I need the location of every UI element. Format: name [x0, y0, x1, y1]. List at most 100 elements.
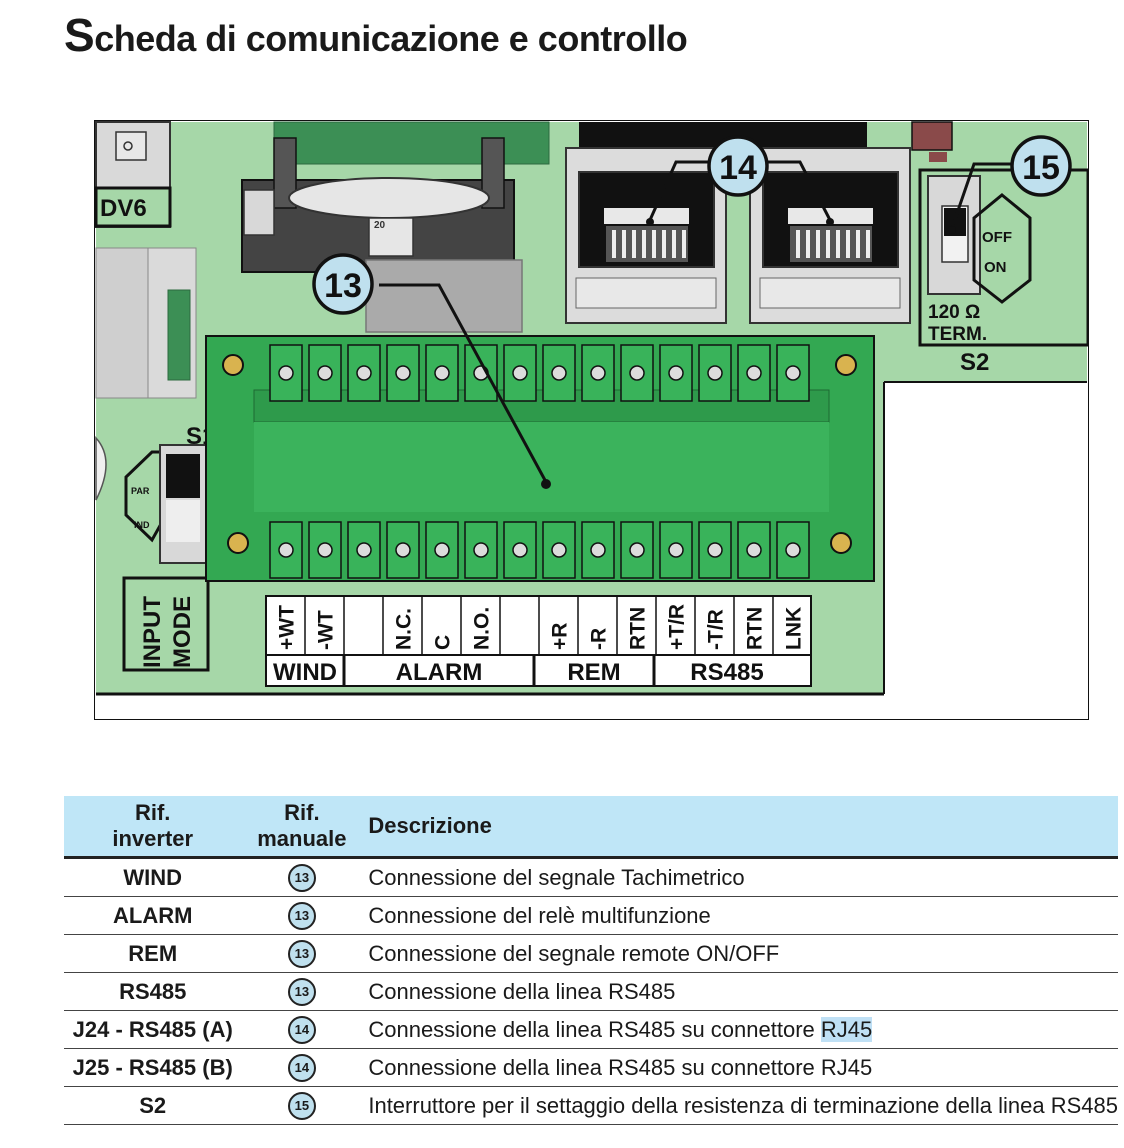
top-terminal-screw [776, 344, 810, 402]
coin-battery [288, 177, 490, 219]
top-terminal-screw [659, 344, 693, 402]
cell-manual: 13 [241, 934, 363, 973]
top-terminal-screw [347, 344, 381, 402]
cell-manual: 13 [241, 972, 363, 1011]
terminal-label: C [432, 635, 455, 650]
input-mode-box [122, 576, 210, 672]
top-terminal-screw [503, 344, 537, 402]
cell-description: Connessione del segnale remote ON/OFF [362, 934, 1118, 973]
terminal-label: +WT [276, 605, 299, 650]
s2-off-label: OFF [982, 229, 1012, 246]
s1-par-label: PAR [131, 486, 150, 496]
group-rem: REM [567, 659, 620, 686]
top-terminal-screw [542, 344, 576, 402]
cell-inverter: REM [64, 934, 242, 973]
bottom-terminal-screw [386, 521, 420, 579]
cell-description: Connessione del relè multifunzione [362, 896, 1118, 935]
page-title: Scheda di comunicazione e controllo [64, 8, 688, 62]
terminal-label: +R [549, 623, 572, 650]
terminal-label: N.O. [471, 607, 494, 650]
top-terminal-screw [269, 344, 303, 402]
bottom-terminal-screw [464, 521, 498, 579]
top-terminal-screw [386, 344, 420, 402]
callout-14-leader-b [762, 160, 832, 221]
input-mode-label-1: INPUT [139, 596, 166, 668]
page-title-initial: S [64, 9, 95, 61]
table-row: S2 15 Interruttore per il settaggio dell… [64, 1086, 1118, 1125]
terminal-label: +T/R [666, 604, 689, 650]
callout-13-leader [379, 283, 548, 483]
group-rs485: RS485 [690, 659, 763, 686]
bottom-screw-row [269, 521, 810, 579]
page-title-rest: cheda di comunicazione e controllo [94, 18, 688, 59]
header-rif-manuale: Rif.manuale [241, 796, 363, 859]
top-terminal-screw [464, 344, 498, 402]
s2-on-label: ON [984, 259, 1007, 276]
manual-ref-badge: 13 [287, 901, 316, 930]
cell-description: Interruttore per il settaggio della resi… [362, 1086, 1118, 1125]
cell-inverter: WIND [64, 857, 242, 897]
bottom-terminal-screw [620, 521, 654, 579]
callout-15 [1010, 135, 1072, 197]
top-terminal-screw [425, 344, 459, 402]
bottom-terminal-screw [698, 521, 732, 579]
callout-14 [707, 135, 769, 197]
callout-14-label: 14 [719, 149, 757, 187]
cell-description: Connessione del segnale Tachimetrico [362, 857, 1118, 897]
callout-15-label: 15 [1022, 149, 1060, 187]
manual-ref-badge: 15 [287, 1091, 316, 1120]
cell-inverter: J24 - RS485 (A) [64, 1010, 242, 1049]
cell-manual: 14 [241, 1010, 363, 1049]
top-terminal-screw [737, 344, 771, 402]
s2-term-label-1: 120 Ω [928, 302, 980, 323]
terminal-label: RTN [744, 607, 767, 650]
cell-description: Connessione della linea RS485 [362, 972, 1118, 1011]
bottom-terminal-screw [542, 521, 576, 579]
bottom-terminal-screw [737, 521, 771, 579]
s2-label: S2 [960, 349, 989, 376]
cell-inverter: S2 [64, 1086, 242, 1125]
s2-term-label-2: TERM. [928, 324, 987, 345]
top-screw-row [269, 344, 810, 402]
board-figure: DV6 20 OFF ON 120 Ω TERM. S2 [94, 120, 1089, 720]
s2-box [918, 168, 1089, 347]
s1-ind-label: IND [134, 520, 150, 530]
table-row: ALARM 13 Connessione del relè multifunzi… [64, 896, 1118, 935]
callout-15-leader [950, 162, 1014, 229]
callout-13 [312, 253, 374, 315]
bottom-terminal-screw [269, 521, 303, 579]
callout-13-label: 13 [324, 267, 362, 305]
terminal-label: LNK [783, 607, 806, 650]
top-terminal-screw [620, 344, 654, 402]
top-terminal-screw [581, 344, 615, 402]
cell-manual: 13 [241, 896, 363, 935]
table-header-row: Rif.inverter Rif.manuale Descrizione [64, 796, 1118, 859]
manual-ref-badge: 14 [287, 1015, 316, 1044]
table-row: J24 - RS485 (A) 14 Connessione della lin… [64, 1010, 1118, 1049]
group-alarm: ALARM [396, 659, 483, 686]
top-terminal-screw [308, 344, 342, 402]
cell-inverter: ALARM [64, 896, 242, 935]
cell-inverter: RS485 [64, 972, 242, 1011]
table-row: RS485 13 Connessione della linea RS485 [64, 972, 1118, 1011]
highlighted-text: RJ45 [820, 1016, 873, 1042]
bottom-terminal-screw [503, 521, 537, 579]
input-mode-label-2: MODE [169, 596, 196, 668]
manual-ref-badge: 13 [287, 939, 316, 968]
bottom-terminal-screw [659, 521, 693, 579]
cell-manual: 15 [241, 1086, 363, 1125]
reference-table: Rif.inverter Rif.manuale Descrizione WIN… [64, 796, 1118, 1125]
cell-manual: 13 [241, 857, 363, 897]
terminal-label: -WT [315, 610, 338, 650]
header-descrizione: Descrizione [362, 796, 1118, 859]
terminal-label: RTN [627, 607, 650, 650]
terminal-label: -T/R [705, 609, 728, 650]
manual-ref-badge: 14 [287, 1053, 316, 1082]
bottom-terminal-screw [347, 521, 381, 579]
cell-inverter: J25 - RS485 (B) [64, 1048, 242, 1087]
header-strip [273, 121, 550, 165]
bottom-terminal-screw [425, 521, 459, 579]
cell-description: Connessione della linea RS485 su connett… [362, 1010, 1118, 1049]
top-terminal-screw [698, 344, 732, 402]
cell-description: Connessione della linea RS485 su connett… [362, 1048, 1118, 1087]
